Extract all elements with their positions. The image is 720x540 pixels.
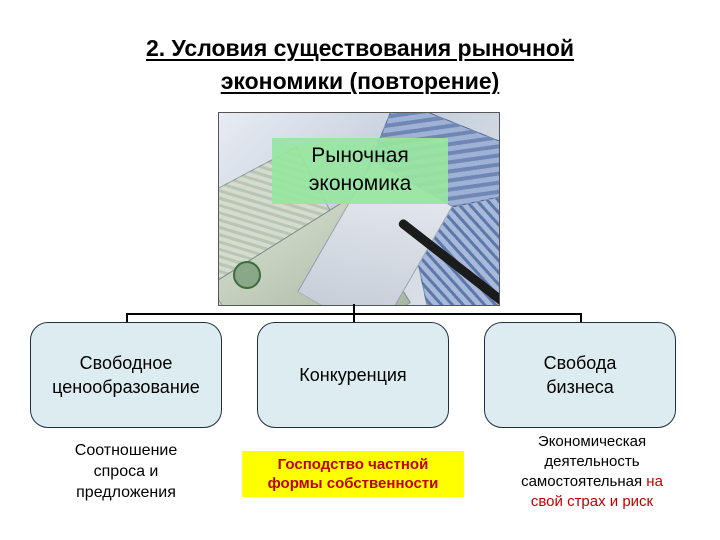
note-business-line4: свой страх и риск (530, 493, 654, 510)
note-business-line3: самостоятельная на (494, 472, 690, 492)
note-business-line3-red: на (646, 473, 663, 490)
condition-box-competition: Конкуренция (257, 322, 449, 428)
connector-trunk (353, 304, 355, 314)
central-concept-line2: экономика (308, 172, 412, 195)
note-business-line2: деятельность (544, 453, 640, 470)
note-pricing-line3: предложения (76, 484, 176, 501)
condition-box-pricing-line2: ценообразование (52, 377, 200, 397)
note-pricing: Соотношение спроса и предложения (30, 440, 222, 503)
note-business-line3-black: самостоятельная (521, 473, 643, 490)
condition-box-business-line1: Свобода (543, 353, 617, 373)
note-business-freedom: Экономическая деятельность самостоятельн… (494, 432, 690, 512)
slide-title: 2. Условия существования рыночной эконом… (60, 32, 660, 98)
connector-middle (353, 313, 355, 323)
connector-right (580, 313, 582, 323)
note-business-line1: Экономическая (537, 433, 647, 450)
condition-box-competition-label: Конкуренция (299, 365, 407, 385)
central-concept-line1: Рыночная (311, 144, 409, 167)
note-competition-line1: Господство частной (277, 456, 429, 473)
central-concept-label: Рыночная экономика (272, 138, 448, 204)
condition-box-pricing-line1: Свободное (79, 353, 173, 373)
slide-title-line2: экономики (повторение) (220, 68, 500, 94)
condition-box-business-line2: бизнеса (546, 377, 614, 397)
note-pricing-line2: спроса и (93, 463, 159, 480)
condition-box-pricing: Свободное ценообразование (30, 322, 222, 428)
note-pricing-line1: Соотношение (74, 442, 178, 459)
connector-left (126, 313, 128, 323)
note-competition-line2: формы собственности (267, 475, 439, 492)
condition-box-business-freedom: Свобода бизнеса (484, 322, 676, 428)
note-competition-highlight: Господство частной формы собственности (242, 451, 464, 497)
slide-title-line1: 2. Условия существования рыночной (145, 35, 575, 61)
banknote-seal-image (233, 261, 261, 289)
